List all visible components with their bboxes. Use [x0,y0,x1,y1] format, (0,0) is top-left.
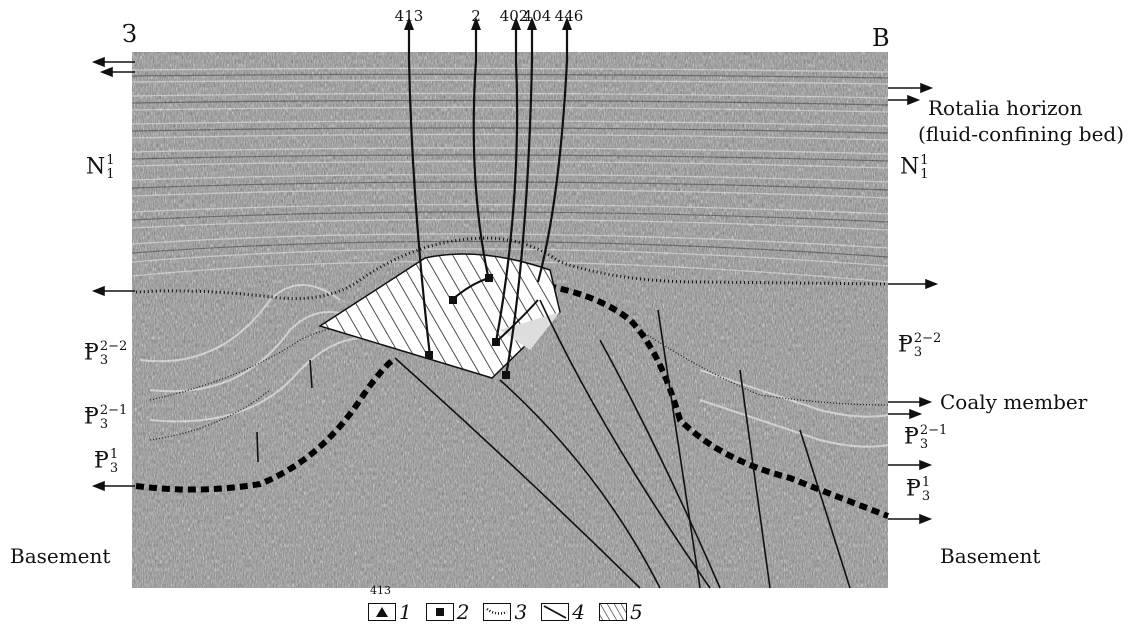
legend-item-3: 3 [483,600,527,624]
well-number-413: 413 [395,7,424,25]
strat-p31-right: Ᵽ13 [906,476,930,503]
strat-p31-left: Ᵽ13 [94,448,118,475]
legend-well-number: 413 [370,584,391,597]
strat-p32-2-left: Ᵽ2−23 [84,340,127,367]
strat-p32-1-left: Ᵽ2−13 [84,404,127,431]
east-label: В [872,24,890,52]
dotted-horizon-icon [483,603,511,621]
strat-n1-right: N11 [900,154,929,181]
well-head-triangle-icon [368,603,396,621]
legend-item-4: 4 [541,600,585,624]
hatched-pool-icon [599,603,627,621]
strat-n1-left: N11 [86,154,115,181]
west-label: З [122,20,137,48]
legend-item-5: 5 [599,600,643,624]
legend-number: 2 [457,600,470,624]
basement-label-left: Basement [10,546,110,566]
fault-line-icon [541,603,569,621]
coaly-member-label: Coaly member [940,392,1087,412]
well-number-404: 404 [523,7,552,25]
strat-p32-1-right: Ᵽ2−13 [904,424,947,451]
strat-p32-2-right: Ᵽ2−23 [898,332,941,359]
legend-item-2: 2 [426,600,470,624]
well-bottom-square-icon [426,603,454,621]
legend: 413 1 2 3 4 5 [368,597,657,627]
rotalia-horizon-label: Rotalia horizon [928,98,1082,118]
fluid-confining-bed-label: (fluid-confining bed) [918,124,1124,144]
legend-number: 5 [630,600,643,624]
well-number-2: 2 [471,7,481,25]
legend-number: 4 [572,600,585,624]
legend-number: 1 [399,600,412,624]
well-number-446: 446 [555,7,584,25]
legend-number: 3 [514,600,527,624]
basement-label-right: Basement [940,546,1040,566]
legend-item-1: 413 1 [368,600,412,624]
